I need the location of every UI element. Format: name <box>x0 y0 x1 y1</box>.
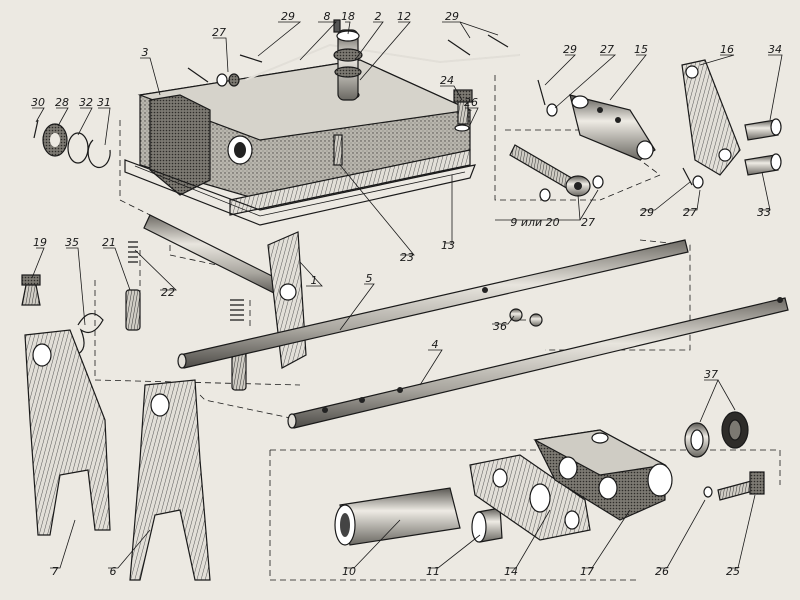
label-32: 32 <box>79 96 93 109</box>
rod-4 <box>287 297 789 429</box>
label-27c: 27 <box>581 216 595 229</box>
label-27d: 27 <box>683 206 697 219</box>
clip-35 <box>75 313 104 356</box>
label-30: 30 <box>31 96 45 109</box>
rod-5 <box>177 239 689 369</box>
label-8: 8 <box>324 10 331 23</box>
label-31: 31 <box>97 96 111 109</box>
leader-lines <box>31 21 783 569</box>
tube-10 <box>334 487 461 546</box>
label-7: 7 <box>52 565 59 578</box>
washers-27-top <box>216 73 240 87</box>
bracket-17 <box>533 429 673 521</box>
plate-16 <box>681 59 741 176</box>
label-15: 15 <box>634 43 648 56</box>
bushing-11 <box>471 507 503 543</box>
label-4: 4 <box>432 338 439 351</box>
label-22: 22 <box>161 286 175 299</box>
label-29c: 29 <box>563 43 577 56</box>
label-27b: 27 <box>600 43 614 56</box>
label-28: 28 <box>55 96 69 109</box>
gasket-14 <box>469 454 591 541</box>
shift-lever <box>244 19 521 101</box>
label-29d: 29 <box>640 206 654 219</box>
label-6: 6 <box>110 565 117 578</box>
bearings-37 <box>684 411 749 458</box>
label-23: 23 <box>400 251 414 264</box>
label-21: 21 <box>102 236 116 249</box>
label-1: 1 <box>311 274 318 287</box>
fork-7 <box>24 329 111 536</box>
label-11: 11 <box>426 565 440 578</box>
stud-23 <box>333 134 343 166</box>
label-12: 12 <box>397 10 411 23</box>
fork-6 <box>129 379 211 581</box>
label-29b: 29 <box>445 10 459 23</box>
label-16: 16 <box>720 43 734 56</box>
label-5: 5 <box>366 272 373 285</box>
assembly-dashed-lines <box>94 75 781 581</box>
balls-36 <box>509 308 543 327</box>
label-33: 33 <box>757 206 771 219</box>
label-26a: 26 <box>464 96 478 109</box>
bolt-24 <box>453 89 473 132</box>
label-35: 35 <box>65 236 79 249</box>
label-17: 17 <box>580 565 594 578</box>
label-36: 36 <box>493 320 507 333</box>
springs-and-detents <box>21 241 247 391</box>
gasket <box>124 159 476 226</box>
label-10: 10 <box>342 565 356 578</box>
pins-29 <box>187 34 693 186</box>
label-29a: 29 <box>281 10 295 23</box>
clevis-15 <box>569 94 656 161</box>
label-34: 34 <box>768 43 782 56</box>
label-26b: 26 <box>655 565 669 578</box>
part-labels: 29 8 18 2 12 29 27 3 29 27 15 16 34 24 2… <box>31 10 782 578</box>
bolt-25-washer-26 <box>703 471 765 501</box>
label-37: 37 <box>704 368 718 381</box>
cover-housing <box>137 59 473 216</box>
pins-34-33 <box>744 118 782 176</box>
label-27a: 27 <box>212 26 226 39</box>
label-13: 13 <box>441 239 455 252</box>
left-ring-set <box>33 119 111 169</box>
label-18: 18 <box>341 10 355 23</box>
label-14: 14 <box>504 565 518 578</box>
label-9-or-20: 9 или 20 <box>510 216 559 229</box>
label-19: 19 <box>33 236 47 249</box>
label-24: 24 <box>440 74 454 87</box>
label-3: 3 <box>142 46 149 59</box>
label-25: 25 <box>726 565 740 578</box>
label-2: 2 <box>375 10 382 23</box>
washers-27-mid <box>539 103 704 202</box>
threaded-rod-9-20 <box>509 144 591 197</box>
